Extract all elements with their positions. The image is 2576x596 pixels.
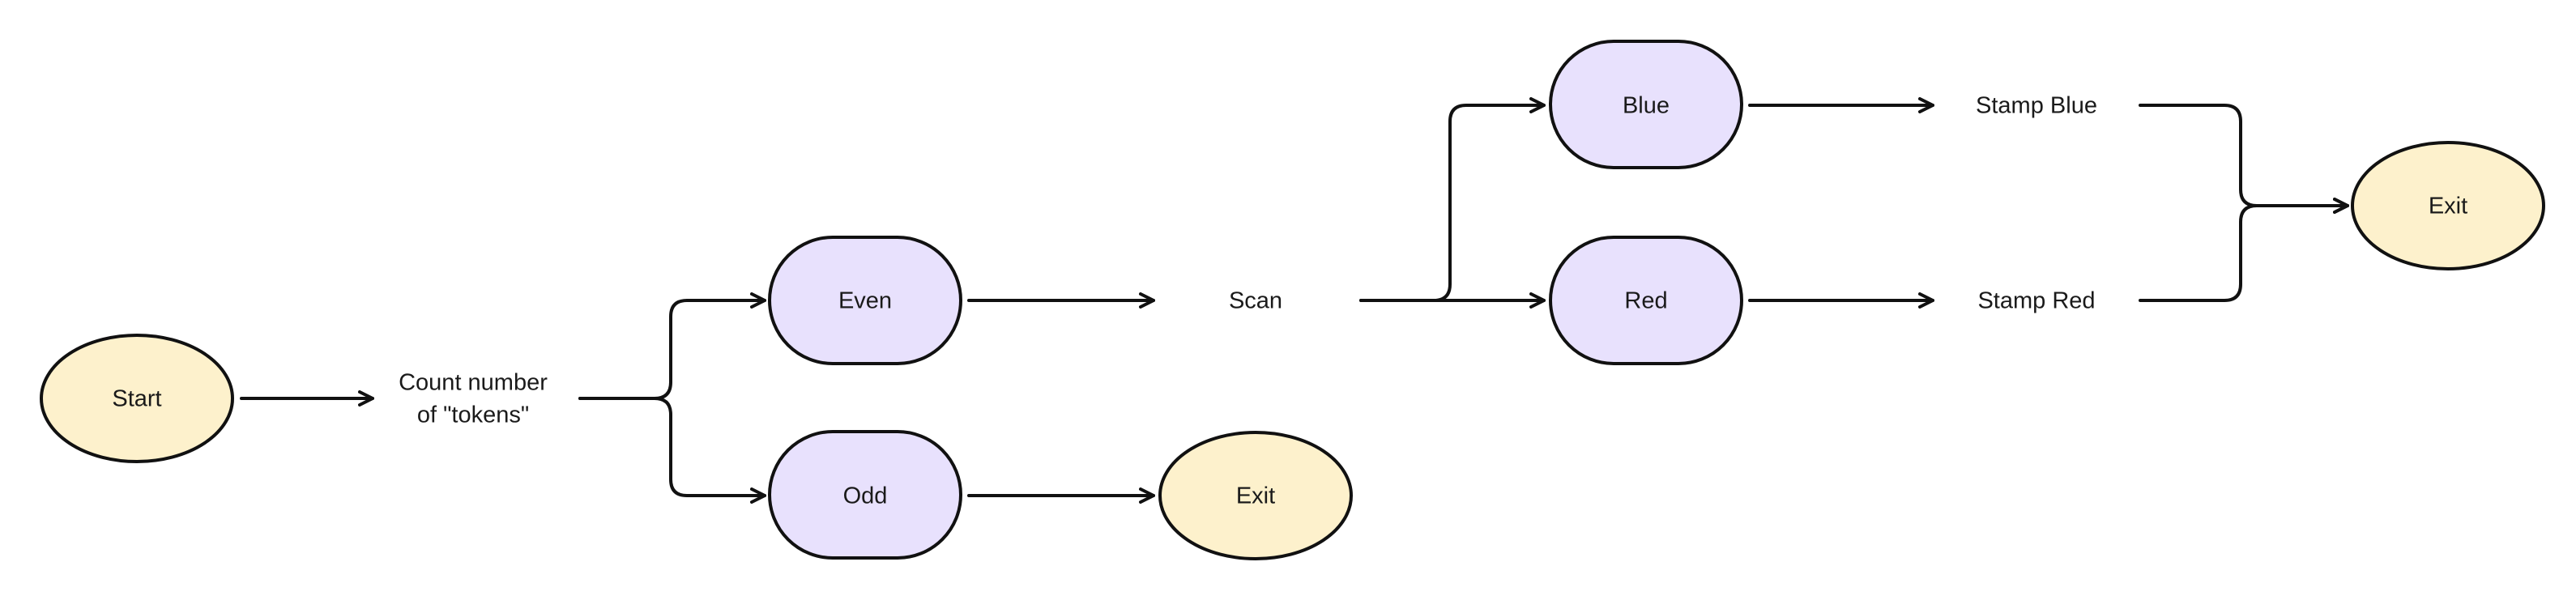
edge-count-to-even — [578, 292, 766, 400]
red-label: Red — [1624, 288, 1667, 314]
edge-stamp-blue-to-exit — [2139, 104, 2349, 214]
node-scan[interactable]: Scan — [1229, 288, 1282, 314]
node-start[interactable]: Start — [40, 334, 234, 463]
node-red[interactable]: Red — [1549, 236, 1743, 365]
exit-odd-label: Exit — [1236, 483, 1275, 509]
node-even[interactable]: Even — [768, 236, 962, 365]
even-box — [768, 236, 962, 365]
count-label-line-2: of "tokens" — [417, 402, 529, 428]
node-stamp-red[interactable]: Stamp Red — [1977, 288, 2095, 314]
edge-stamp-red-to-exit — [2139, 198, 2349, 302]
stamp-red-label: Stamp Red — [1977, 288, 2095, 314]
edges — [240, 97, 2349, 504]
stamp-blue-label: Stamp Blue — [1976, 93, 2097, 119]
odd-box — [768, 430, 962, 560]
blue-label: Blue — [1623, 93, 1670, 119]
node-blue[interactable]: Blue — [1549, 40, 1743, 169]
exit-odd-ellipse — [1158, 431, 1353, 560]
start-label: Start — [112, 386, 161, 412]
node-stamp-blue[interactable]: Stamp Blue — [1976, 93, 2097, 119]
edge-scan-to-blue — [1359, 97, 1546, 302]
exit-final-label: Exit — [2429, 194, 2467, 219]
node-exit-final[interactable]: Exit — [2351, 141, 2545, 270]
node-exit-odd[interactable]: Exit — [1158, 431, 1353, 560]
node-count-tokens[interactable]: Count number of "tokens" — [399, 370, 548, 428]
count-label-line-1: Count number — [399, 370, 548, 396]
edge-count-to-odd — [578, 397, 766, 504]
node-odd[interactable]: Odd — [768, 430, 962, 560]
blue-box — [1549, 40, 1743, 169]
even-label: Even — [838, 288, 892, 314]
scan-label: Scan — [1229, 288, 1282, 314]
exit-final-ellipse — [2351, 141, 2545, 270]
red-box — [1549, 236, 1743, 365]
start-ellipse — [40, 334, 234, 463]
odd-label: Odd — [843, 483, 888, 509]
